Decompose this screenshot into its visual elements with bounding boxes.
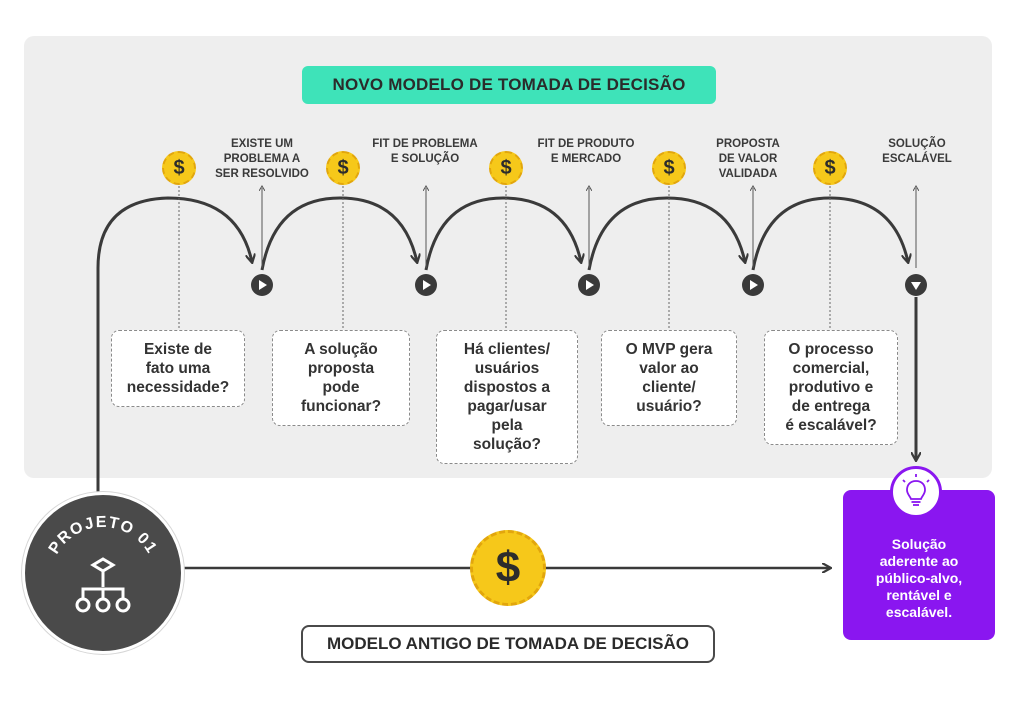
play-icon xyxy=(251,274,273,296)
arc-2 xyxy=(424,196,581,271)
question-box: A solução proposta pode funcionar? xyxy=(272,330,410,426)
dollar-coin-icon: $ xyxy=(489,151,523,185)
milestone-label: SOLUÇÃO ESCALÁVEL xyxy=(882,138,952,165)
question-box: Existe de fato uma necessidade? xyxy=(111,330,245,407)
milestone-label: EXISTE UM PROBLEMA A SER RESOLVIDO xyxy=(215,138,309,180)
play-icon xyxy=(742,274,764,296)
arc-1 xyxy=(260,196,417,271)
project-to-first-arc-line xyxy=(96,196,252,500)
question-box: O processo comercial, produtivo e de ent… xyxy=(764,330,898,445)
milestone-label: PROPOSTA DE VALOR VALIDADA xyxy=(716,138,780,180)
milestone-label: FIT DE PRODUTO E MERCADO xyxy=(537,138,635,165)
dollar-coin-icon: $ xyxy=(470,530,546,606)
play-icon xyxy=(415,274,437,296)
down-play-icon xyxy=(905,274,927,296)
dollar-coin-icon: $ xyxy=(162,151,196,185)
old-model-title: MODELO ANTIGO DE TOMADA DE DECISÃO xyxy=(301,625,715,663)
question-box: O MVP gera valor ao cliente/ usuário? xyxy=(601,330,737,426)
dollar-coin-icon: $ xyxy=(326,151,360,185)
lightbulb-icon xyxy=(890,466,942,518)
question-box: Há clientes/ usuários dispostos a pagar/… xyxy=(436,330,578,464)
project-label: PROJETO 01 xyxy=(46,514,161,557)
hierarchy-icon xyxy=(75,557,131,613)
milestone-label: FIT DE PROBLEMA E SOLUÇÃO xyxy=(372,138,478,165)
dollar-coin-icon: $ xyxy=(652,151,686,185)
new-model-title: NOVO MODELO DE TOMADA DE DECISÃO xyxy=(302,66,716,104)
project-circle: PROJETO 01 xyxy=(22,492,184,654)
dollar-coin-icon: $ xyxy=(813,151,847,185)
arc-3 xyxy=(587,196,745,271)
play-icon xyxy=(578,274,600,296)
